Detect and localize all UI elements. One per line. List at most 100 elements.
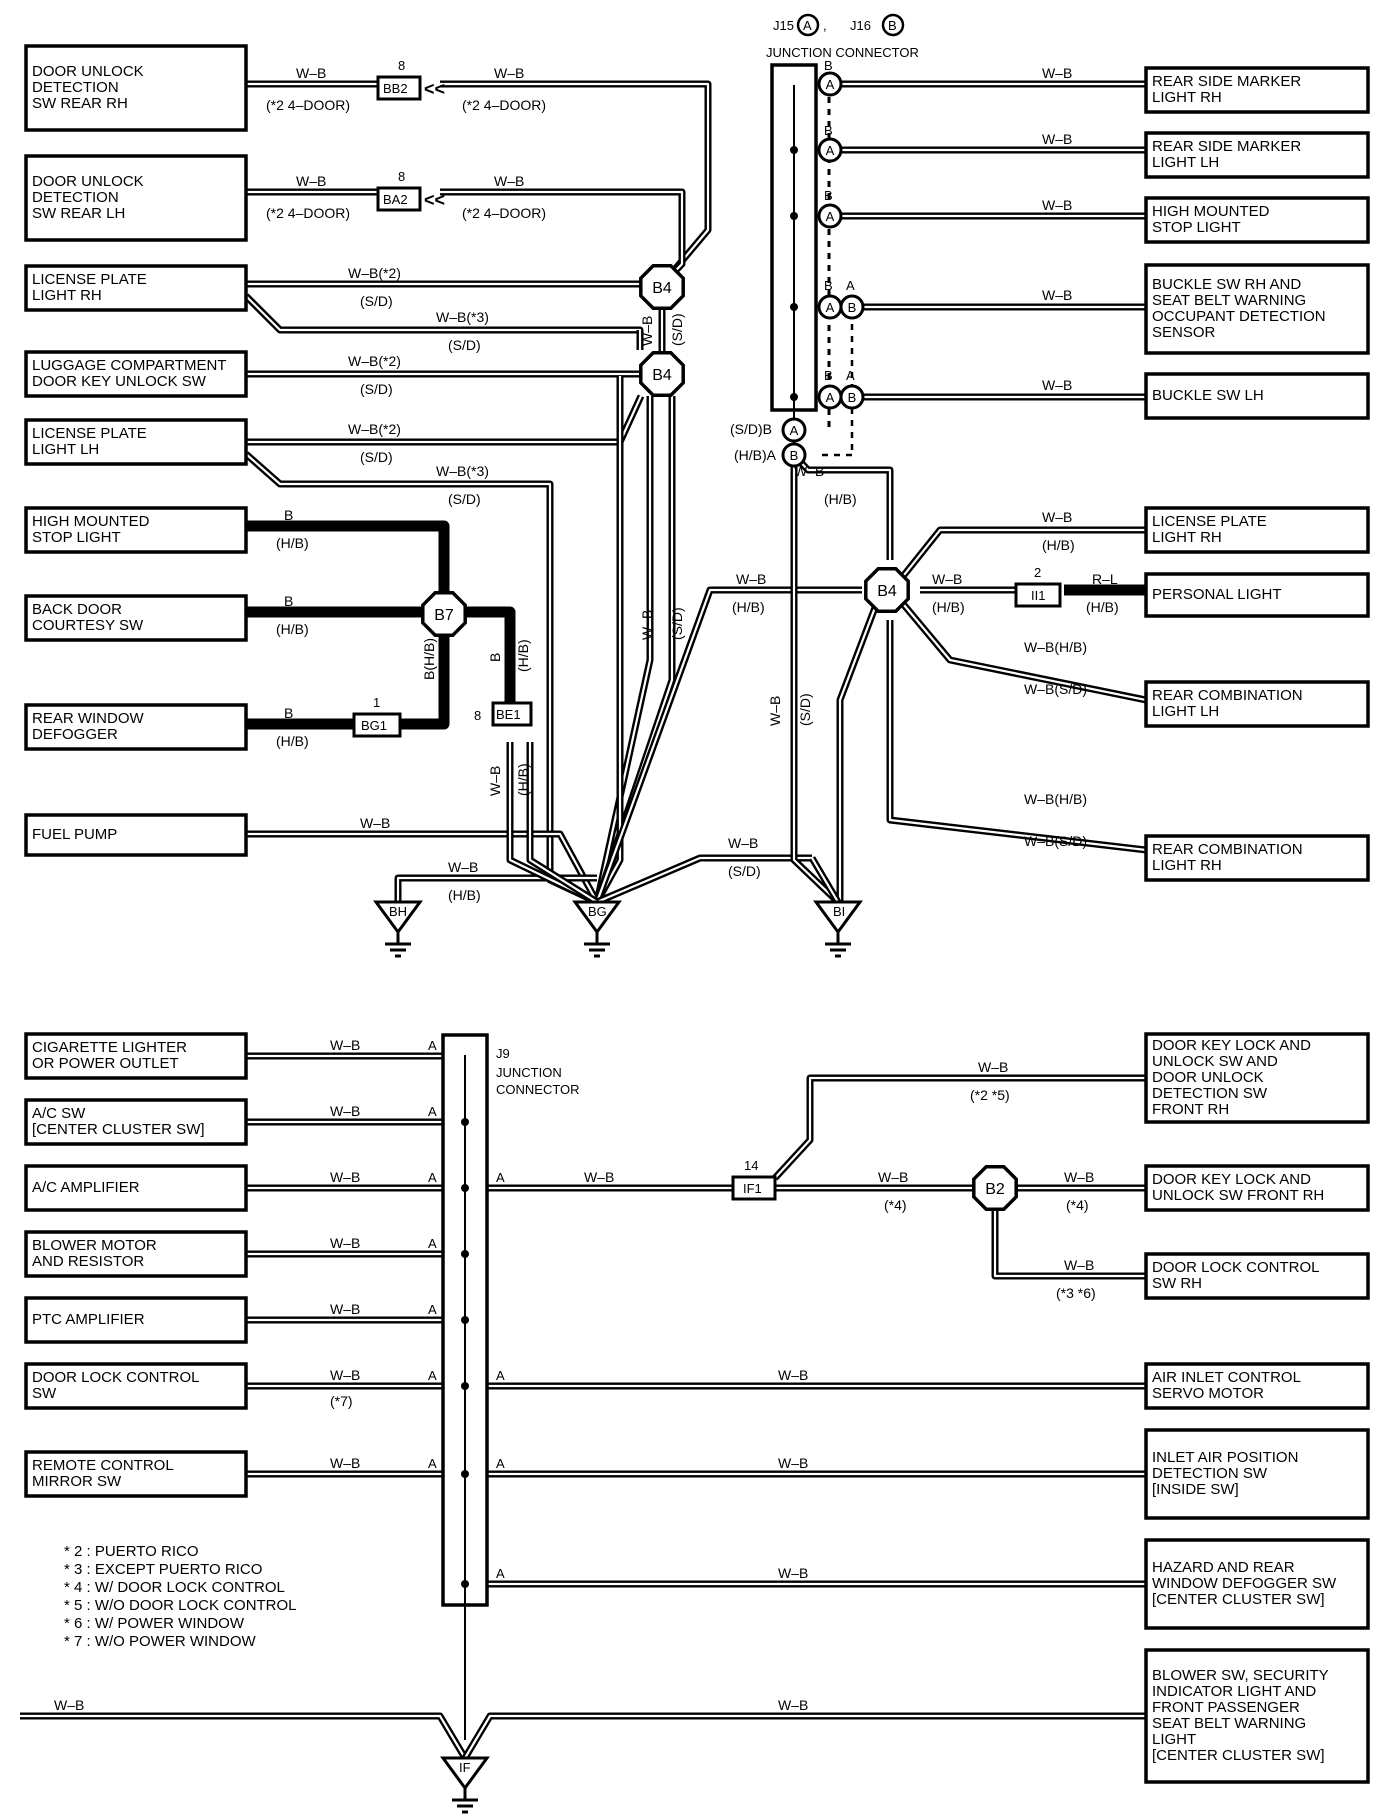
box-label-line: LIGHT RH (1152, 857, 1222, 874)
box-label-line: WINDOW DEFOGGER SW (1152, 1575, 1337, 1592)
wire-label: (S/D) (448, 491, 481, 507)
wire-label: (S/D) (360, 381, 393, 397)
wire-inner (464, 1714, 1146, 1759)
box-ac-amp: A/C AMPLIFIER (24, 1164, 248, 1212)
svg-text:II1: II1 (1031, 588, 1045, 603)
wire-label: (*4) (884, 1197, 907, 1213)
box-label-line: LIGHT RH (32, 287, 102, 304)
wire-inner (246, 395, 643, 444)
note-6: * 6 : W/ POWER WINDOW (64, 1615, 245, 1632)
wire-label: (H/B) (824, 491, 857, 507)
wire-label: W–B (1042, 509, 1072, 525)
wire-label: W–B (330, 1367, 360, 1383)
box-label-line: DOOR KEY LOCK AND (1152, 1171, 1311, 1188)
svg-text:IF1: IF1 (743, 1181, 762, 1196)
box-label-line: REAR COMBINATION (1152, 687, 1303, 704)
box-label-line: [CENTER CLUSTER SW] (32, 1121, 205, 1138)
j15-mark: A (803, 18, 812, 33)
pin-label: B (824, 123, 833, 138)
svg-text:8: 8 (398, 169, 405, 184)
ground-if: IF (441, 1756, 489, 1814)
wire-label: (H/B) (932, 599, 965, 615)
wire-outer (901, 526, 1146, 578)
footnotes: * 2 : PUERTO RICO * 3 : EXCEPT PUERTO RI… (64, 1543, 297, 1650)
ground-bi: BI (814, 900, 862, 958)
box-label-line: FRONT PASSENGER (1152, 1699, 1300, 1716)
grounds: BH BG BI IF (374, 900, 862, 1814)
box-label-line: DETECTION (32, 79, 119, 96)
box-personal-light: PERSONAL LIGHT (1144, 572, 1370, 618)
box-label-line: DETECTION (32, 189, 119, 206)
wire-outer (461, 1712, 1146, 1760)
wire-label: R–L (1092, 571, 1118, 587)
bus-dot (461, 1316, 469, 1324)
wire-label: W–B (639, 610, 655, 640)
svg-text:B4: B4 (652, 367, 672, 384)
bus-dot (790, 146, 798, 154)
wire-inner (440, 82, 710, 288)
svg-text:A: A (826, 209, 835, 224)
wire-label: W–B (1042, 65, 1072, 81)
wire-label: (S/D) (448, 337, 481, 353)
note-5: * 5 : W/O DOOR LOCK CONTROL (64, 1597, 297, 1614)
wire-inner (20, 1714, 466, 1759)
wire-label: B (284, 593, 293, 609)
box-label-line: LICENSE PLATE (32, 271, 147, 288)
bus-dot (790, 393, 798, 401)
wire-layer (20, 80, 1147, 1760)
pin-label: B (824, 278, 833, 293)
box-label-line: UNLOCK SW FRONT RH (1152, 1187, 1324, 1204)
connector-plugs: BB2 8 << BA2 8 << BG1 1 BE1 8 II1 2 IF1 (352, 58, 1062, 1201)
wire-label: (S/D) (360, 449, 393, 465)
bus-dot (461, 1250, 469, 1258)
wire-outer (593, 396, 676, 904)
box-label-line: LICENSE PLATE (32, 425, 147, 442)
junction-connector-title: JUNCTION CONNECTOR (766, 45, 919, 60)
connector-be1: BE1 8 (474, 701, 533, 727)
j-sep: , (823, 18, 827, 33)
box-label-line: SW RH (1152, 1275, 1202, 1292)
box-label-line: DEFOGGER (32, 726, 118, 743)
bus-dot (461, 1118, 469, 1126)
wire-inner (595, 396, 652, 903)
wire-label: (H/B) (515, 763, 531, 796)
svg-text:8: 8 (398, 58, 405, 73)
wire-label: W–B (1064, 1169, 1094, 1185)
wire-thick (400, 630, 450, 730)
wire-label: (*2 4–DOOR) (462, 97, 546, 113)
note-3: * 3 : EXCEPT PUERTO RICO (64, 1561, 262, 1578)
wire-outer (440, 80, 712, 290)
wire-inner (903, 604, 1147, 702)
junction-b4-middle: B4 (639, 351, 685, 397)
box-label-line: CIGARETTE LIGHTER (32, 1039, 187, 1056)
connector-if1: IF1 14 (731, 1158, 777, 1201)
svg-text:B4: B4 (652, 280, 672, 297)
wire-label: B(H/B) (421, 638, 437, 680)
wire-label: (H/B) (276, 535, 309, 551)
box-label-line: OR POWER OUTLET (32, 1055, 179, 1072)
box-label-line: A/C AMPLIFIER (32, 1179, 140, 1196)
box-label-line: REAR SIDE MARKER (1152, 73, 1301, 90)
wire-label: W–B (1042, 377, 1072, 393)
box-label-line: [INSIDE SW] (1152, 1481, 1239, 1498)
box-label-line: DOOR LOCK CONTROL (32, 1369, 200, 1386)
connector-bg1: BG1 1 (352, 695, 402, 738)
svg-text:A: A (826, 300, 835, 315)
ground-bh: BH (374, 900, 422, 958)
box-buckle-lh: BUCKLE SW LH (1144, 372, 1370, 420)
pin-label: A (496, 1566, 505, 1581)
wire-label: (*2 4–DOOR) (266, 205, 350, 221)
wire-label: W–B (1042, 197, 1072, 213)
